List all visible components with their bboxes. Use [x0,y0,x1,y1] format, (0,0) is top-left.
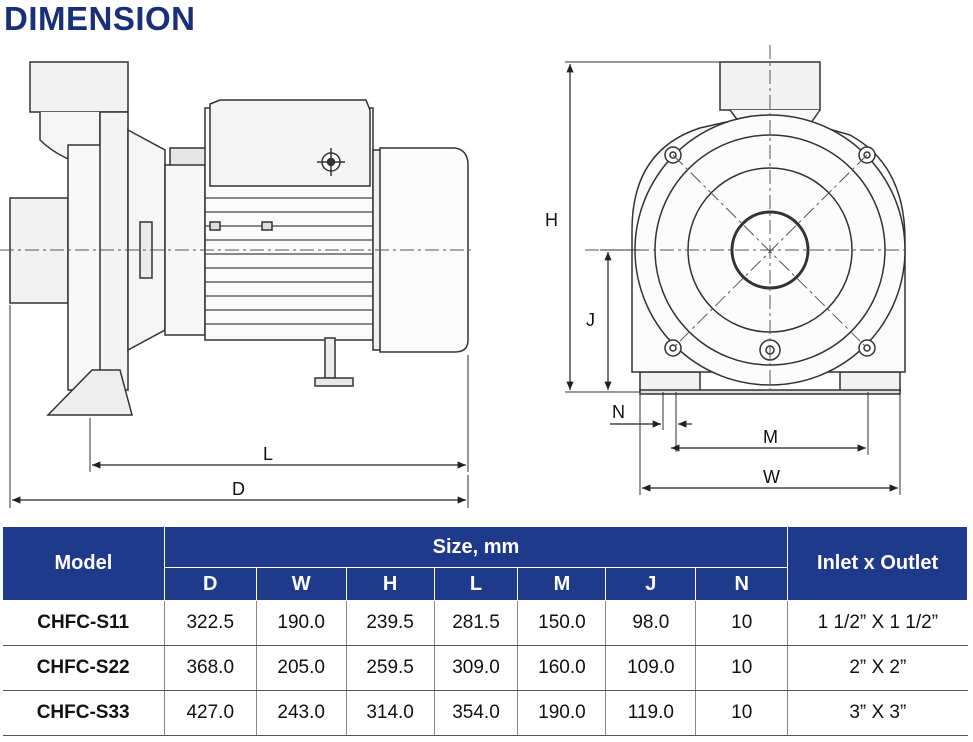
value-cell: 354.0 [434,690,519,736]
value-cell: 109.0 [605,645,697,691]
value-cell: 205.0 [256,645,347,691]
side-view [9,61,469,416]
value-cell: 309.0 [434,645,519,691]
table-row: CHFC-S11 322.5 190.0 239.5 281.5 150.0 9… [2,600,968,646]
value-cell: 368.0 [164,645,257,691]
label-M: M [763,427,778,447]
value-cell: 190.0 [517,690,607,736]
value-cell: 98.0 [605,600,697,646]
header-col-L: L [433,567,519,601]
value-cell: 160.0 [517,645,607,691]
page-title: DIMENSION [4,0,196,37]
value-cell: 259.5 [346,645,435,691]
header-size: Size, mm [163,526,789,568]
value-cell: 322.5 [164,600,257,646]
header-inlet-outlet: Inlet x Outlet [787,526,968,601]
value-cell: 314.0 [346,690,435,736]
dimension-N: N [610,392,692,452]
header-col-J: J [605,567,697,601]
header-col-M: M [517,567,607,601]
table-row: CHFC-S33 427.0 243.0 314.0 354.0 190.0 1… [2,690,968,736]
label-L: L [263,444,273,464]
value-cell: 243.0 [256,690,347,736]
value-cell: 10 [695,690,789,736]
label-H: H [545,210,558,230]
dimension-M: M [671,392,869,455]
model-cell: CHFC-S22 [2,645,165,691]
value-cell: 281.5 [434,600,519,646]
inlet-outlet-cell: 2” X 2” [787,645,968,691]
front-view [631,61,906,395]
model-cell: CHFC-S11 [2,600,165,646]
value-cell: 190.0 [256,600,347,646]
value-cell: 427.0 [164,690,257,736]
value-cell: 150.0 [517,600,607,646]
label-D: D [232,479,245,499]
dimension-W: W [639,392,901,495]
inlet-outlet-cell: 1 1/2” X 1 1/2” [787,600,968,646]
model-cell: CHFC-S33 [2,690,165,736]
header-col-W: W [255,567,347,601]
inlet-outlet-cell: 3” X 3” [787,690,968,736]
label-N: N [612,402,625,422]
value-cell: 119.0 [605,690,697,736]
table-row: CHFC-S22 368.0 205.0 259.5 309.0 160.0 1… [2,645,968,691]
value-cell: 239.5 [346,600,435,646]
value-cell: 10 [695,645,789,691]
label-J: J [586,310,595,330]
label-W: W [763,467,780,487]
dimension-table: Model Size, mm Inlet x Outlet D W H L M … [2,526,968,736]
dimension-L: L [89,355,469,472]
dimension-D: D [9,305,469,508]
header-model: Model [2,526,165,601]
value-cell: 10 [695,600,789,646]
pump-dimension-drawing: L D [0,45,906,508]
header-col-N: N [695,567,789,601]
header-col-D: D [163,567,257,601]
dimension-H: H [545,61,720,393]
header-col-H: H [345,567,435,601]
dimension-J: J [586,249,640,390]
